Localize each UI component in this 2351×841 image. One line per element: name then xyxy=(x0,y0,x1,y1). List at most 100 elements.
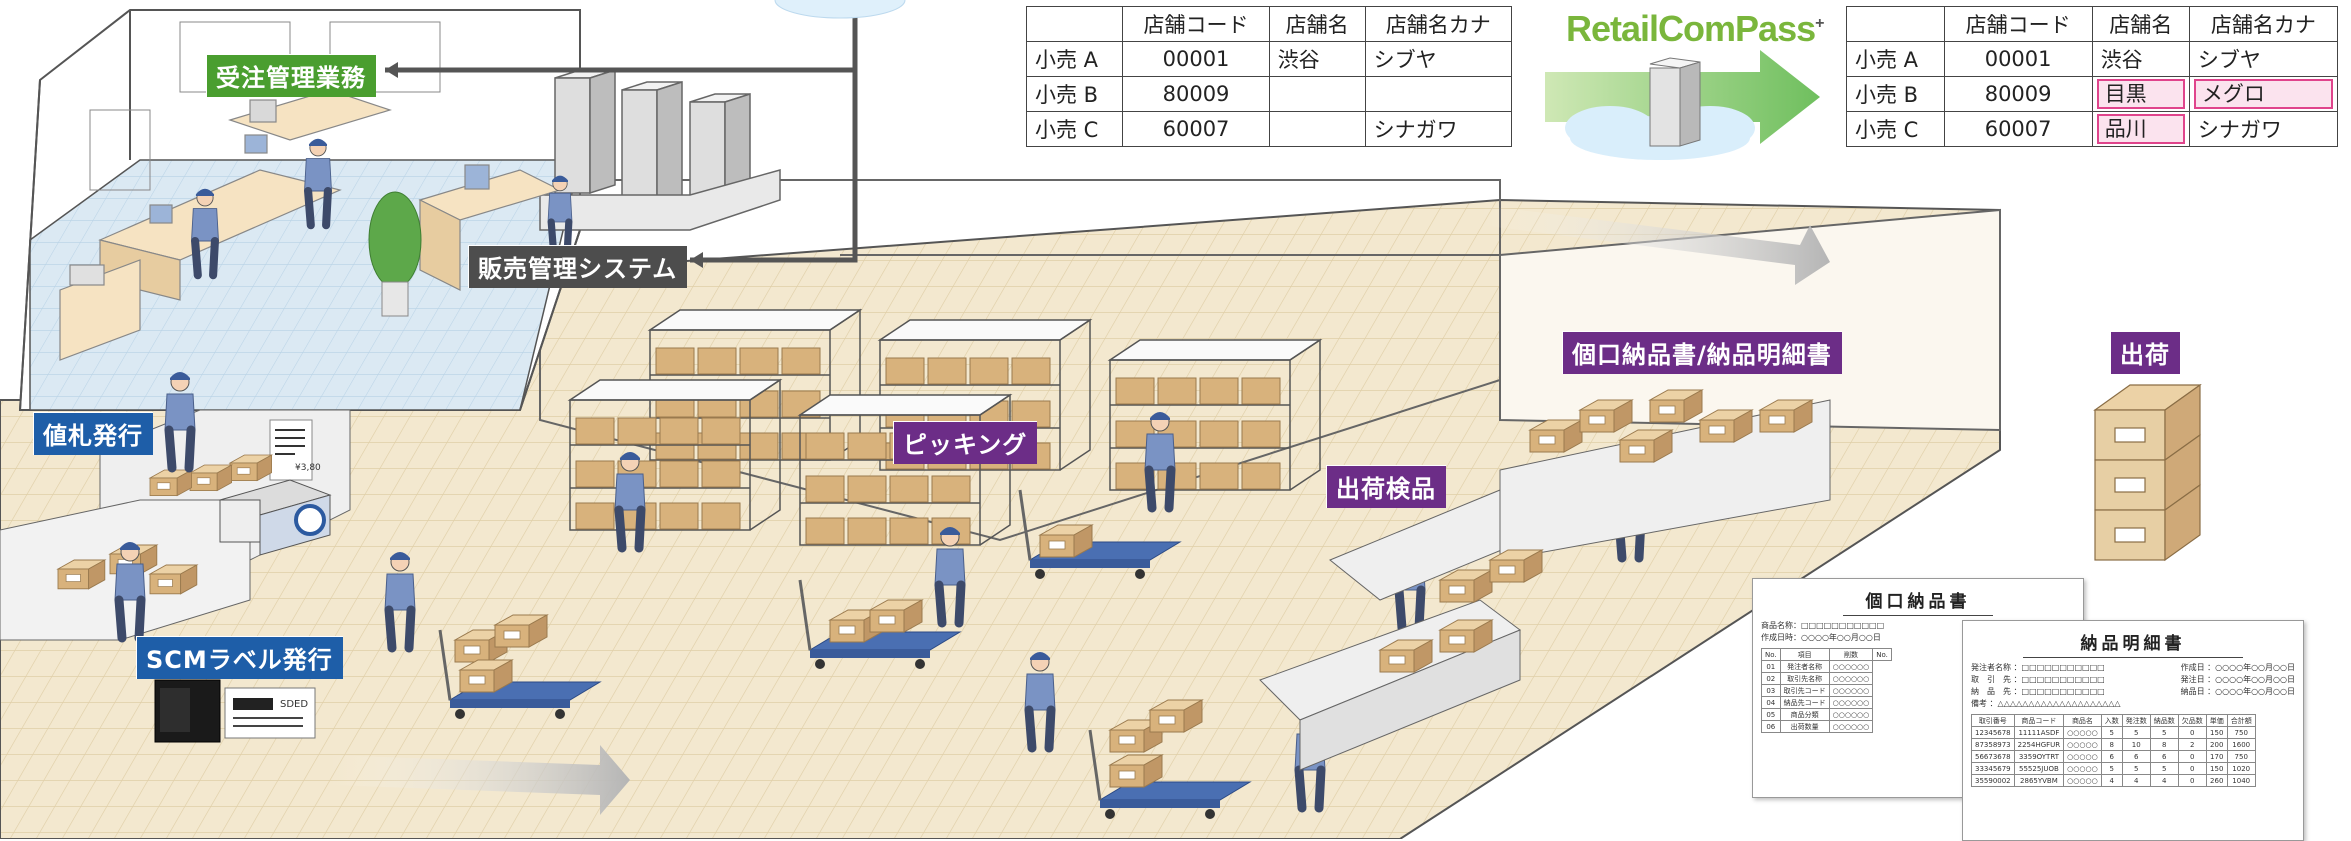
table-cell: 00001 xyxy=(1122,41,1270,77)
doc-cell: 発注者名称 xyxy=(1779,660,1830,673)
doc-cell: 5 xyxy=(2121,726,2151,739)
label-shipping: 出荷 xyxy=(2110,331,2180,374)
doc-cell: 170 xyxy=(2205,750,2228,763)
doc-meta-line: 取 引 先 ：□□□□□□□□□□□ xyxy=(1971,675,2105,684)
brand-name: RetailComPass xyxy=(1566,8,1816,49)
doc-cell: 5 xyxy=(2100,762,2123,775)
doc-cell: 2865YVBM xyxy=(2013,774,2065,787)
label-price-tag: 値札発行 xyxy=(33,412,153,455)
doc-cell: 01 xyxy=(1761,660,1781,673)
doc-kobuchi-title: 個口納品書 xyxy=(1843,587,1993,616)
table-cell: 渋谷 xyxy=(1268,41,1366,77)
doc-col-header: 取引番号 xyxy=(1971,714,2015,727)
table-header-row: 店舗コード店舗名店舗名カナ xyxy=(1846,6,2339,42)
doc-meta-line: 作成日 ：○○○○年○○月○○日 xyxy=(2180,663,2295,672)
doc-meta-line: 納 品 先 ：□□□□□□□□□□□ xyxy=(1971,687,2105,696)
table-header-row: 店舗コード店舗名店舗名カナ xyxy=(1025,6,1513,42)
doc-cell: ○○○○○ xyxy=(2063,750,2102,763)
doc-cell: 10 xyxy=(2121,738,2151,751)
brand-mark: + xyxy=(1815,15,1824,32)
table-header-cell: 店舗名カナ xyxy=(2188,6,2339,42)
doc-cell: 260 xyxy=(2205,774,2228,787)
doc-meisai-meta-left: 発注者名称 ：□□□□□□□□□□□取 引 先 ：□□□□□□□□□□□納 品 … xyxy=(1971,662,2121,710)
doc-cell: 11111ASDF xyxy=(2013,726,2065,739)
doc-cell: 商品分類 xyxy=(1779,708,1830,721)
doc-cell: ○○○○○○ xyxy=(1828,708,1874,721)
table-header-cell xyxy=(1846,6,1945,42)
scm-label-text: SDED xyxy=(280,699,308,710)
doc-cell: 8 xyxy=(2149,738,2179,751)
doc-col-header: 納品数 xyxy=(2149,714,2179,727)
doc-cell: 4 xyxy=(2100,774,2123,787)
label-delivery-docs: 個口納品書/納品明細書 xyxy=(1562,331,1842,374)
table-cell: シナガワ xyxy=(2188,111,2339,147)
doc-kobuchi-meta: 商品名称：□□□□□□□□□□□作成日時：○○○○年○○月○○日 xyxy=(1761,620,2075,644)
doc-cell: 4 xyxy=(2121,774,2151,787)
doc-meisai-title: 納品明細書 xyxy=(2023,629,2243,658)
price-tag-text: ¥3,80 xyxy=(295,463,321,473)
doc-cell: 取引先コード xyxy=(1779,684,1830,697)
table-cell: 小売 A xyxy=(1846,41,1945,77)
table-cell: シブヤ xyxy=(1364,41,1513,77)
table-header-cell: 店舗名カナ xyxy=(1364,6,1513,42)
doc-cell: 56673678 xyxy=(1971,750,2015,763)
doc-col-header: 削数 xyxy=(1828,648,1874,661)
table-cell: 小売 C xyxy=(1846,111,1945,147)
highlighted-value: 品川 xyxy=(2096,114,2185,144)
doc-meisai-meta-right: 作成日 ：○○○○年○○月○○日発注日 ：○○○○年○○月○○日納品日 ：○○○… xyxy=(2181,662,2295,710)
doc-cell: ○○○○○○ xyxy=(1828,672,1874,685)
table-cell: 80009 xyxy=(1122,76,1270,112)
table-cell: 小売 C xyxy=(1025,111,1124,147)
doc-cell: 5 xyxy=(2100,726,2123,739)
table-cell xyxy=(1268,111,1366,147)
doc-cell: 750 xyxy=(2226,726,2256,739)
doc-cell: 1040 xyxy=(2226,774,2256,787)
doc-cell: 750 xyxy=(2226,750,2256,763)
doc-cell: ○○○○○ xyxy=(2063,726,2102,739)
doc-col-header: 発注数 xyxy=(2121,714,2151,727)
doc-meta-line: 商品名称：□□□□□□□□□□□ xyxy=(1761,621,1885,630)
table-cell: 60007 xyxy=(1943,111,2093,147)
doc-cell: 03 xyxy=(1761,684,1781,697)
doc-cell: 0 xyxy=(2177,750,2207,763)
doc-meta-line: 発注日 ：○○○○年○○月○○日 xyxy=(2180,675,2295,684)
table-cell: シナガワ xyxy=(1364,111,1513,147)
doc-nohin-meisaisho: 納品明細書 発注者名称 ：□□□□□□□□□□□取 引 先 ：□□□□□□□□□… xyxy=(1962,620,2304,841)
table-header-cell: 店舗コード xyxy=(1122,6,1270,42)
doc-cell: 5 xyxy=(2149,726,2179,739)
doc-col-header: 合計額 xyxy=(2226,714,2256,727)
label-sales-system: 販売管理システム xyxy=(468,245,688,288)
doc-cell: 納品先コード xyxy=(1779,696,1830,709)
doc-cell: 取引先名称 xyxy=(1779,672,1830,685)
doc-col-header: 単価 xyxy=(2205,714,2228,727)
table-cell: 80009 xyxy=(1943,76,2093,112)
doc-cell: 04 xyxy=(1761,696,1781,709)
doc-col-header: No. xyxy=(1872,648,1892,661)
doc-meta-line: 納品日 ：○○○○年○○月○○日 xyxy=(2180,687,2295,696)
highlighted-value: 目黒 xyxy=(2096,79,2185,109)
doc-col-header: 項目 xyxy=(1779,648,1830,661)
doc-cell: 200 xyxy=(2205,738,2228,751)
doc-cell: ○○○○○ xyxy=(2063,774,2102,787)
doc-cell: ○○○○○ xyxy=(2063,738,2102,751)
table-cell: 小売 B xyxy=(1025,76,1124,112)
table-cell: 目黒 xyxy=(2091,76,2190,112)
table-header-cell: 店舗名 xyxy=(1268,6,1366,42)
label-order-management: 受注管理業務 xyxy=(206,54,376,97)
label-picking: ピッキング xyxy=(893,421,1038,464)
table-cell: 小売 B xyxy=(1846,76,1945,112)
doc-cell: 1600 xyxy=(2226,738,2256,751)
